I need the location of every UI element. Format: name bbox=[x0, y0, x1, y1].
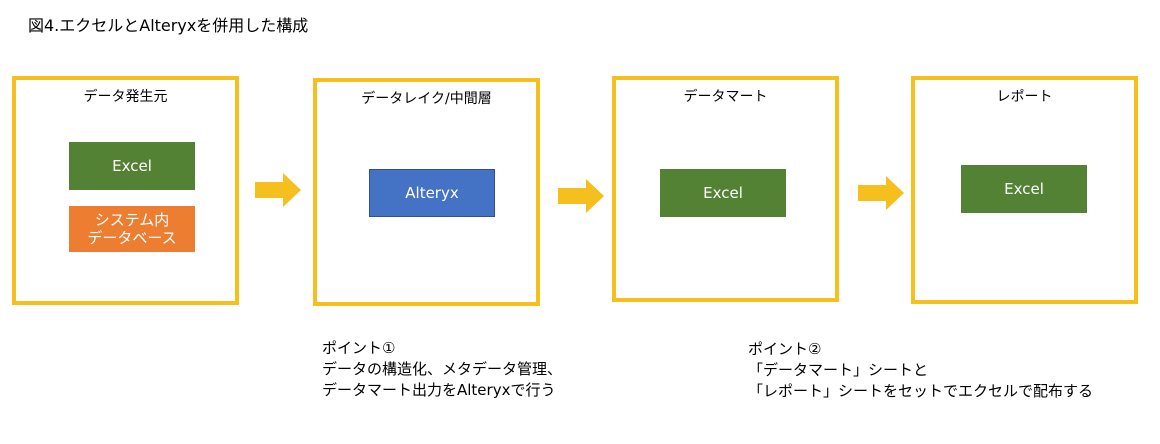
arrow-right-icon bbox=[255, 173, 301, 207]
point-1-heading: ポイント① bbox=[322, 339, 396, 357]
stage-label: データ発生元 bbox=[83, 89, 168, 105]
stage-data-lake: データレイク/中間層 Alteryx bbox=[313, 78, 540, 306]
excel-source-box: Excel bbox=[69, 142, 195, 190]
stage-data-mart: データマート Excel bbox=[612, 76, 839, 302]
system-database-box: システム内 データベース bbox=[69, 206, 195, 252]
point-2-line: 「レポート」シートをセットでエクセルで配布する bbox=[748, 382, 1094, 400]
point-1-note: ポイント① データの構造化、メタデータ管理、 データマート出力をAlteryxで… bbox=[322, 338, 562, 401]
stage-report: レポート Excel bbox=[911, 76, 1138, 304]
point-1-line: データマート出力をAlteryxで行う bbox=[322, 381, 556, 399]
excel-mart-box: Excel bbox=[660, 169, 786, 217]
figure-title: 図4.エクセルとAlteryxを併用した構成 bbox=[28, 16, 309, 35]
arrow-right-icon bbox=[558, 179, 604, 213]
point-2-line: 「データマート」シートと bbox=[748, 361, 929, 379]
point-1-line: データの構造化、メタデータ管理、 bbox=[322, 360, 563, 378]
alteryx-box: Alteryx bbox=[369, 169, 495, 217]
stage-data-source: データ発生元 Excel システム内 データベース bbox=[12, 76, 239, 305]
arrow-right-icon bbox=[858, 176, 904, 210]
excel-report-box: Excel bbox=[961, 165, 1087, 213]
stage-label: データレイク/中間層 bbox=[361, 91, 492, 107]
stage-label: データマート bbox=[683, 89, 768, 105]
point-2-note: ポイント② 「データマート」シートと 「レポート」シートをセットでエクセルで配布… bbox=[748, 339, 1093, 402]
stage-label: レポート bbox=[996, 89, 1053, 105]
point-2-heading: ポイント② bbox=[748, 340, 822, 358]
